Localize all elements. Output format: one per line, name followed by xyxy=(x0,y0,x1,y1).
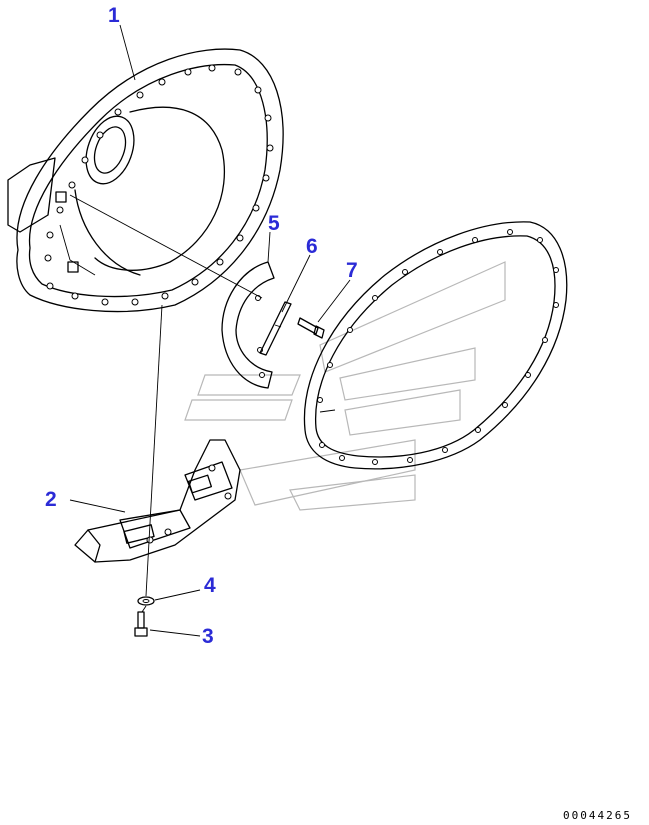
bolt-3 xyxy=(134,611,148,637)
callout-1: 1 xyxy=(108,4,120,27)
stud xyxy=(259,301,292,356)
callout-6: 6 xyxy=(306,235,318,258)
watermark-logo xyxy=(184,261,506,511)
callout-5: 5 xyxy=(268,212,280,235)
bolt-7 xyxy=(297,317,325,339)
callout-4: 4 xyxy=(204,574,216,597)
callout-3: 3 xyxy=(202,625,214,648)
callout-7: 7 xyxy=(346,259,358,282)
document-number: 00044265 xyxy=(563,809,632,822)
washer xyxy=(137,596,155,606)
bracket xyxy=(74,439,241,563)
gasket xyxy=(303,221,568,470)
flywheel-housing xyxy=(7,48,284,313)
callout-2: 2 xyxy=(45,488,57,511)
leader-lines xyxy=(69,24,351,637)
